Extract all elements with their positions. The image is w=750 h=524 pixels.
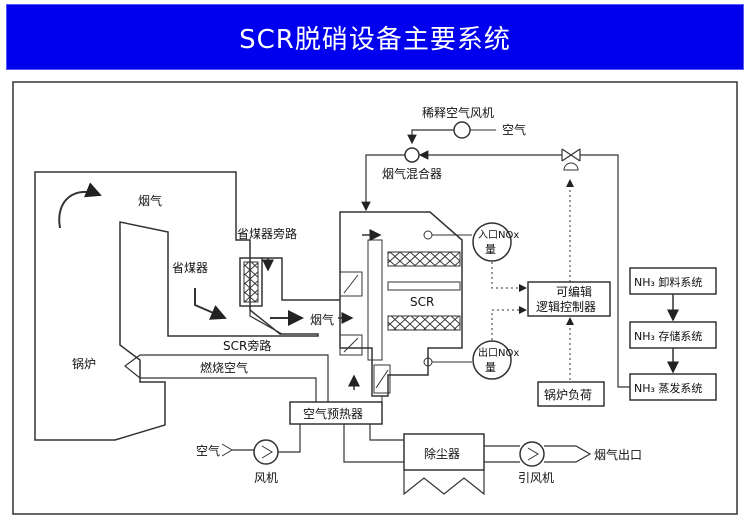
preheater-to-dust (343, 424, 404, 463)
duct-upper (262, 257, 340, 301)
label-dust-collector: 除尘器 (424, 446, 460, 461)
label-combustion-air: 燃烧空气 (200, 360, 248, 375)
label-dilution-fan: 稀释空气风机 (422, 105, 494, 120)
damper-box-outlet (373, 364, 391, 394)
catalyst-layer-1 (387, 251, 461, 267)
label-inlet-nox: 入口NOx (478, 230, 519, 241)
title-bar: SCR脱硝设备主要系统 (6, 4, 744, 70)
label-nh3-evap: NH₃ 蒸发系统 (634, 381, 702, 395)
label-economizer: 省煤器 (172, 261, 208, 275)
damper-box-upper (339, 271, 363, 297)
inlet-nox-meter (472, 222, 512, 262)
signal-outlet-to-plc (491, 306, 527, 340)
bypass-duct-top (140, 354, 329, 402)
mixer-to-scr (361, 154, 405, 212)
economizer-flow-arrow (194, 288, 227, 320)
damper-upper (343, 274, 359, 294)
label-flue-gas-boiler: 烟气 (138, 193, 162, 208)
boiler-flow-arrow (58, 182, 102, 229)
label-outlet-nox: 出口NOx (478, 346, 519, 359)
ammonia-grid (367, 239, 383, 361)
scr-reactor (339, 211, 463, 397)
valve-actuator (563, 162, 579, 171)
dust-to-idfan (484, 445, 520, 463)
label-nh3-unload: NH₃ 卸料系统 (634, 275, 702, 289)
duct-lower (249, 306, 283, 335)
control-valve-icon (561, 148, 581, 162)
label-flue-gas-mid: 烟气 (310, 312, 334, 327)
label-nh3-storage: NH₃ 存储系统 (634, 329, 702, 343)
stack-outlet-arrow (544, 445, 592, 463)
label-plc-1: 可编辑 (556, 284, 592, 299)
fan-to-preheater (278, 424, 301, 453)
fan-inlet-arrow (221, 443, 233, 457)
damper-box-lower (339, 334, 363, 356)
dilution-to-mixer (407, 129, 454, 145)
forced-fan-blade (261, 445, 273, 459)
outlet-nox-meter (472, 340, 512, 380)
damper-lower (343, 337, 359, 353)
catalyst-layer-3 (387, 315, 461, 331)
label-outlet-nox-qty: 量 (485, 361, 496, 374)
flue-mixer-icon (404, 147, 420, 163)
label-scr: SCR (410, 295, 434, 309)
label-boiler-load: 锅炉负荷 (544, 387, 592, 402)
induced-fan-blade (527, 447, 539, 461)
inlet-sensor-point (423, 230, 433, 240)
label-inlet-nox-qty: 量 (485, 243, 496, 256)
dilution-fan-icon (453, 121, 471, 139)
damper-outlet (375, 369, 389, 389)
dust-collector-box (403, 433, 485, 471)
economizer-box (239, 257, 263, 307)
catalyst-layer-2 (387, 281, 461, 291)
label-air-bottom: 空气 (196, 443, 220, 458)
dust-hoppers (403, 470, 485, 496)
nh3-supply-line (580, 154, 619, 380)
label-flue-outlet: 烟气出口 (594, 447, 642, 462)
combustion-air-inlet (124, 354, 141, 379)
label-flue-mixer: 烟气混合器 (382, 166, 442, 181)
label-boiler: 锅炉 (72, 356, 96, 371)
boiler-shape (34, 171, 319, 441)
plc-box (527, 281, 611, 317)
preheater-to-dust-2 (369, 424, 404, 441)
diagram-frame (12, 81, 738, 515)
air-preheater-box (289, 401, 383, 425)
boiler-load-box (537, 381, 605, 407)
label-air-top: 空气 (502, 122, 526, 137)
nh3-evap-out (617, 380, 630, 388)
combustion-air-duct (140, 377, 317, 402)
label-induced-fan: 引风机 (518, 471, 554, 485)
label-scr-bypass: SCR旁路 (223, 338, 271, 353)
label-fan: 风机 (254, 471, 278, 485)
label-plc-2: 逻辑控制器 (536, 300, 596, 314)
forced-fan-icon (253, 439, 279, 465)
signal-inlet-to-plc (491, 262, 527, 292)
label-air-preheater: 空气预热器 (303, 406, 363, 421)
economizer-coils (243, 261, 259, 303)
page-title: SCR脱硝设备主要系统 (239, 24, 511, 55)
label-economizer-bypass: 省煤器旁路 (237, 226, 297, 241)
induced-fan-icon (519, 441, 545, 467)
